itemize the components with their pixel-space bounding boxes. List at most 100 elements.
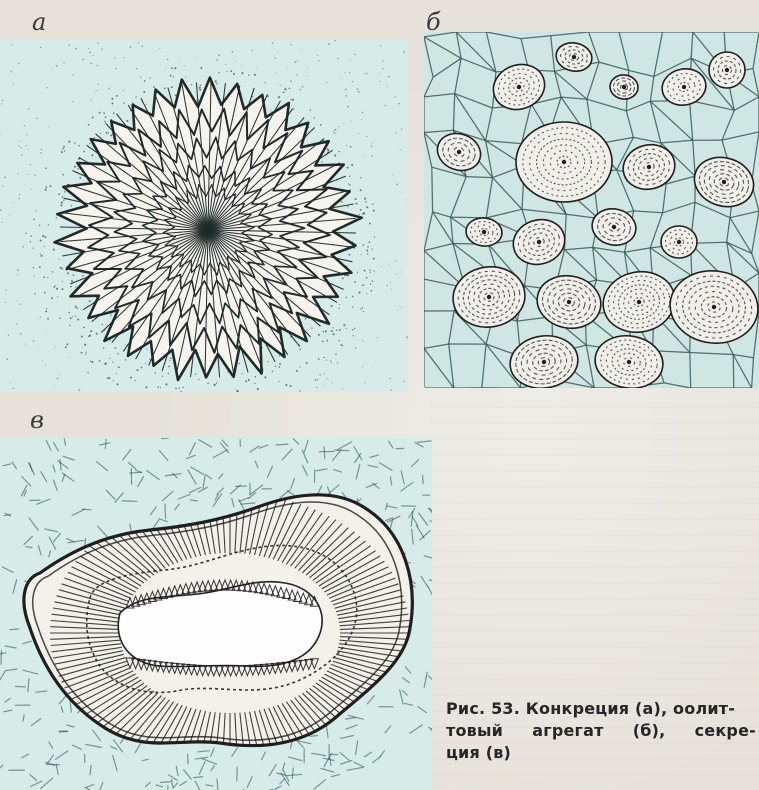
stipple-dot: [5, 302, 6, 303]
stipple-dot: [153, 86, 155, 88]
stipple-dot: [341, 201, 343, 203]
stipple-dot: [43, 276, 45, 278]
stipple-dot: [372, 249, 373, 250]
stipple-dot: [270, 110, 271, 111]
stipple-dot: [306, 362, 308, 364]
stipple-dot: [44, 292, 46, 294]
stipple-dot: [367, 253, 368, 254]
stipple-dot: [372, 155, 374, 157]
stipple-dot: [20, 304, 21, 305]
stipple-dot: [2, 100, 3, 101]
stipple-dot: [146, 349, 147, 350]
stipple-dot: [93, 55, 94, 56]
ooid: [661, 226, 697, 258]
stipple-dot: [292, 99, 294, 101]
stipple-dot: [403, 381, 404, 382]
stipple-dot: [232, 51, 234, 53]
stipple-dot: [138, 42, 139, 43]
stipple-dot: [10, 382, 11, 383]
stipple-dot: [88, 48, 89, 49]
stipple-dot: [280, 85, 281, 86]
stipple-dot: [375, 362, 376, 363]
stipple-dot: [373, 258, 375, 260]
stipple-dot: [19, 140, 20, 141]
stipple-dot: [182, 387, 184, 389]
stipple-dot: [78, 168, 80, 170]
caption-line-2: товый агрегат (б), секре-: [446, 720, 756, 742]
stipple-dot: [254, 74, 256, 76]
stipple-dot: [82, 59, 84, 61]
stipple-dot: [371, 290, 373, 292]
stipple-dot: [106, 132, 108, 134]
stipple-dot: [391, 289, 392, 290]
stipple-dot: [11, 71, 13, 73]
dash-mark: [15, 686, 25, 687]
stipple-dot: [226, 71, 227, 72]
stipple-dot: [400, 271, 401, 272]
stipple-dot: [337, 362, 339, 364]
stipple-dot: [107, 377, 109, 379]
stipple-dot: [342, 388, 343, 389]
stipple-dot: [90, 52, 92, 54]
stipple-dot: [394, 96, 395, 97]
stipple-dot: [289, 88, 291, 90]
ooid: [516, 122, 612, 202]
stipple-dot: [84, 344, 86, 346]
caption-line-2-word-3: (б),: [633, 720, 666, 742]
stipple-dot: [284, 88, 286, 90]
stipple-dot: [397, 310, 398, 311]
stipple-dot: [113, 112, 115, 114]
stipple-dot: [395, 260, 396, 261]
stipple-dot: [322, 341, 323, 342]
stipple-dot: [61, 202, 63, 204]
stipple-dot: [366, 250, 368, 252]
concretion-center-dot: [206, 228, 210, 232]
stipple-dot: [83, 275, 84, 276]
stipple-dot: [33, 267, 34, 268]
stipple-dot: [20, 333, 22, 335]
stipple-dot: [239, 363, 240, 364]
stipple-dot: [372, 142, 373, 143]
stipple-dot: [105, 362, 107, 364]
stipple-dot: [81, 335, 83, 337]
stipple-dot: [16, 323, 17, 324]
stipple-dot: [372, 280, 373, 281]
stipple-dot: [362, 213, 364, 215]
stipple-dot: [98, 84, 99, 85]
stipple-dot: [72, 316, 73, 317]
stipple-dot: [369, 272, 370, 273]
stipple-dot: [111, 98, 113, 100]
stipple-dot: [321, 161, 323, 163]
stipple-dot: [305, 318, 307, 320]
stipple-dot: [338, 308, 339, 309]
stipple-dot: [279, 363, 281, 365]
stipple-dot: [30, 164, 32, 166]
stipple-dot: [45, 330, 46, 331]
stipple-dot: [60, 204, 62, 206]
stipple-dot: [290, 80, 292, 82]
stipple-dot: [278, 96, 280, 98]
stipple-dot: [170, 357, 172, 359]
stipple-dot: [136, 68, 137, 69]
stipple-dot: [39, 266, 41, 268]
stipple-dot: [338, 340, 340, 342]
stipple-dot: [61, 288, 63, 290]
concretion-svg: [0, 40, 408, 392]
stipple-dot: [300, 89, 301, 90]
stipple-dot: [25, 232, 27, 234]
stipple-dot: [162, 376, 163, 377]
stipple-dot: [358, 133, 359, 134]
stipple-dot: [4, 176, 6, 178]
stipple-dot: [336, 329, 338, 331]
dash-mark: [10, 629, 19, 630]
stipple-dot: [64, 150, 66, 152]
stipple-dot: [324, 373, 325, 374]
stipple-dot: [299, 390, 301, 392]
stipple-dot: [272, 42, 274, 44]
stipple-dot: [20, 147, 21, 148]
stipple-dot: [123, 57, 124, 58]
stipple-dot: [31, 189, 32, 190]
stipple-dot: [364, 270, 366, 272]
caption-line-2-word-2: агрегат: [532, 720, 603, 742]
stipple-dot: [343, 324, 345, 326]
